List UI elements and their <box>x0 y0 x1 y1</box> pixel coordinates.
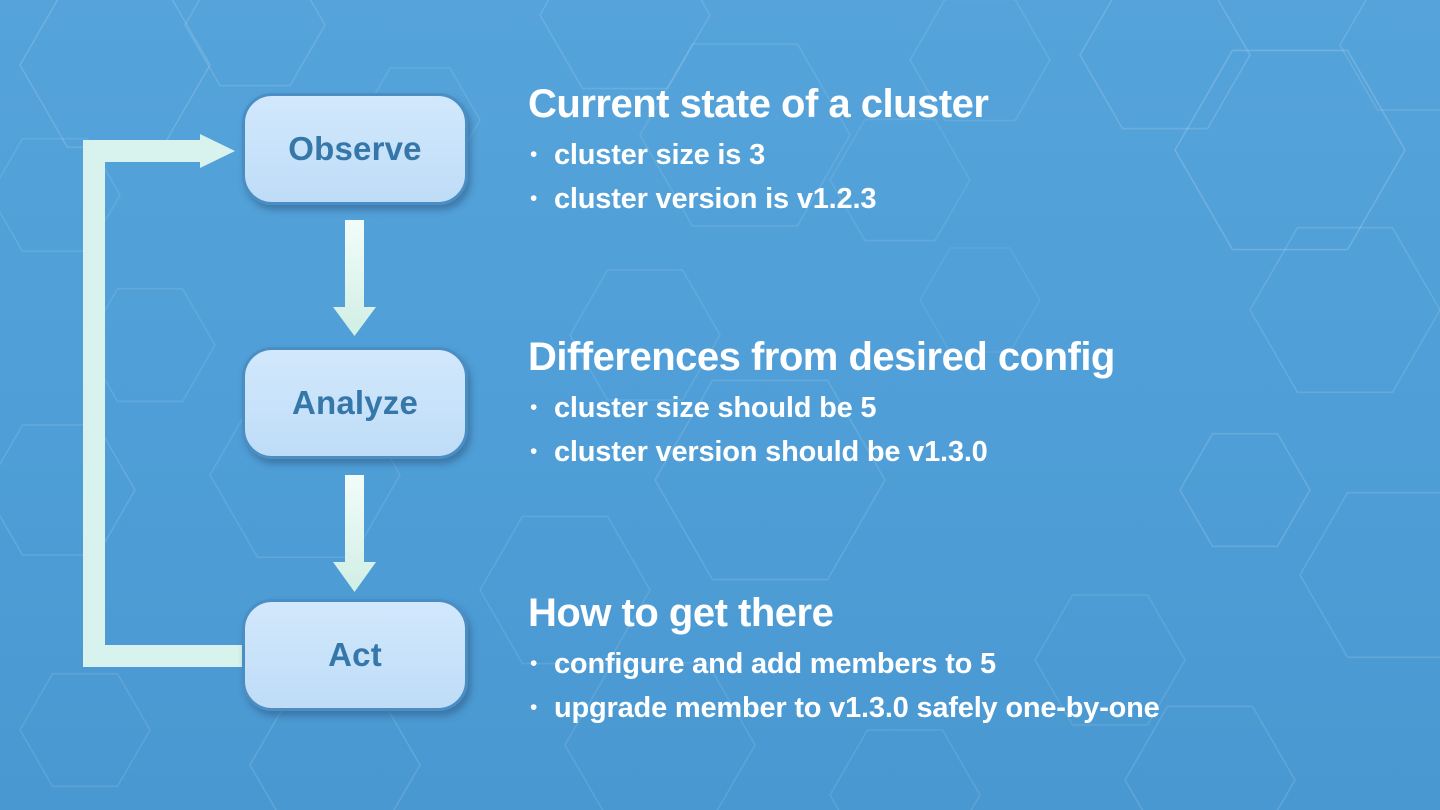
node-act: Act <box>242 599 468 711</box>
list-item: • cluster size is 3 <box>528 133 1408 177</box>
section-differences: Differences from desired config • cluste… <box>528 333 1408 474</box>
bullet-list: • cluster size is 3 • cluster version is… <box>528 133 1408 221</box>
bullet-icon: • <box>530 143 538 166</box>
section-how-to-get-there: How to get there • configure and add mem… <box>528 589 1408 730</box>
node-act-label: Act <box>328 636 382 673</box>
list-item: • cluster version should be v1.3.0 <box>528 430 1408 474</box>
bullet-list: • cluster size should be 5 • cluster ver… <box>528 386 1408 474</box>
bullet-icon: • <box>530 396 538 419</box>
node-analyze-label: Analyze <box>291 384 419 421</box>
section-heading: Current state of a cluster <box>528 82 989 126</box>
section-heading: Differences from desired config <box>528 335 1115 379</box>
node-observe: Observe <box>242 93 468 205</box>
node-observe-label: Observe <box>288 130 422 167</box>
bullet-text: configure and add members to 5 <box>554 648 996 680</box>
list-item: • configure and add members to 5 <box>528 642 1408 686</box>
bullet-text: cluster version is v1.2.3 <box>554 183 877 215</box>
arrow-analyze-act <box>333 475 376 592</box>
bullet-text: cluster version should be v1.3.0 <box>554 436 988 468</box>
bullet-list: • configure and add members to 5 • upgra… <box>528 642 1408 730</box>
list-item: • cluster size should be 5 <box>528 386 1408 430</box>
bullet-icon: • <box>530 187 538 210</box>
list-item: • upgrade member to v1.3.0 safely one-by… <box>528 686 1408 730</box>
bullet-icon: • <box>530 440 538 463</box>
bullet-text: upgrade member to v1.3.0 safely one-by-o… <box>554 692 1160 724</box>
node-analyze: Analyze <box>242 347 468 459</box>
bullet-text: cluster size is 3 <box>554 139 765 171</box>
section-heading: How to get there <box>528 591 834 635</box>
bullet-icon: • <box>530 652 538 675</box>
section-current-state: Current state of a cluster • cluster siz… <box>528 80 1408 221</box>
loop-arrow <box>83 134 242 667</box>
arrow-observe-analyze <box>333 220 376 336</box>
list-item: • cluster version is v1.2.3 <box>528 177 1408 221</box>
bullet-icon: • <box>530 696 538 719</box>
bullet-text: cluster size should be 5 <box>554 392 877 424</box>
